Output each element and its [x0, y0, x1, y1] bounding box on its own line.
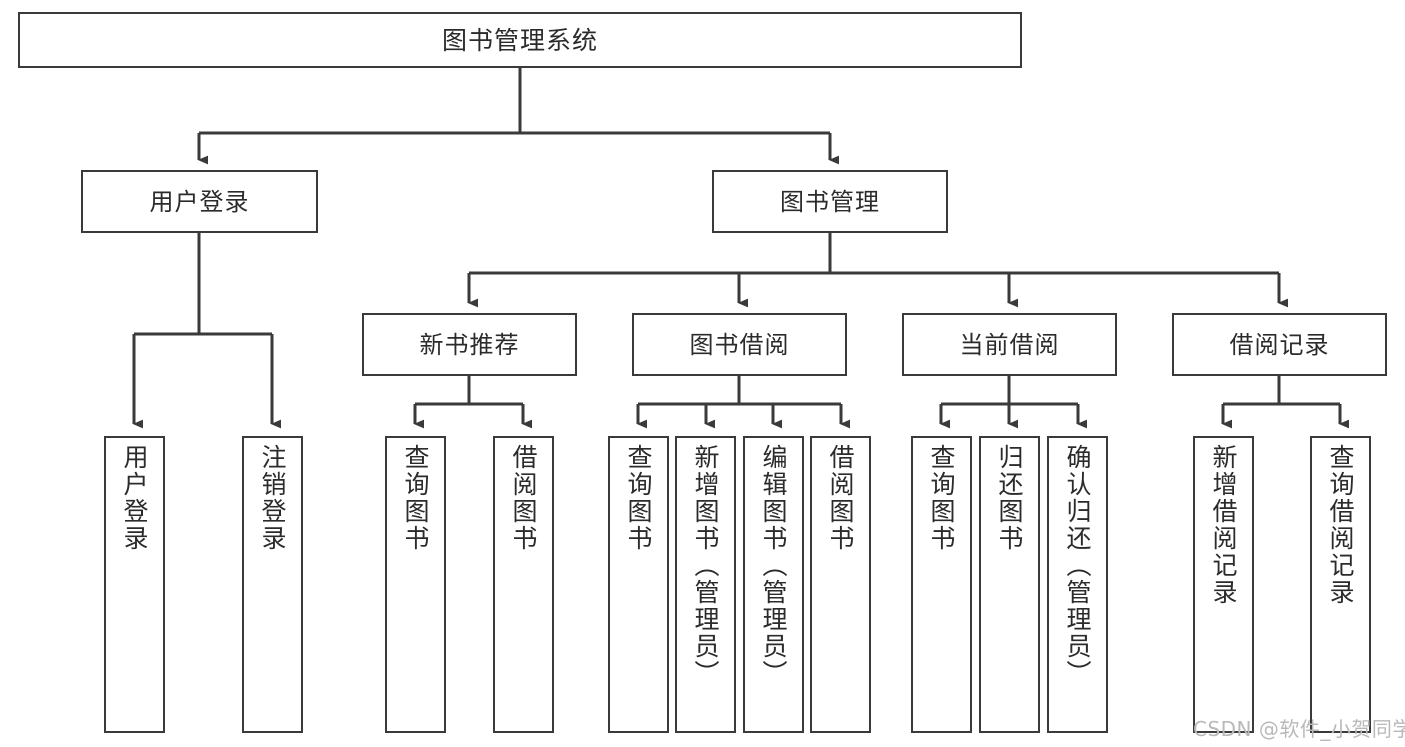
node-label: 图书管理 [780, 187, 880, 216]
leaf-borrow-record-add[interactable]: 新增借阅记录 [1193, 436, 1254, 733]
leaf-borrow-record-query[interactable]: 查询借阅记录 [1310, 436, 1371, 733]
leaf-book-borrow-borrow[interactable]: 借阅图书 [810, 436, 871, 733]
node-user-login[interactable]: 用户登录 [81, 170, 318, 233]
node-book-borrow[interactable]: 图书借阅 [632, 313, 847, 376]
node-label: 新增图书（管理员） [691, 444, 720, 687]
node-label: 用户登录 [149, 187, 250, 216]
node-label: 查询图书 [401, 444, 430, 552]
node-book-management[interactable]: 图书管理 [712, 170, 948, 233]
leaf-user-login-signin[interactable]: 用户登录 [104, 436, 165, 733]
leaf-current-borrow-return[interactable]: 归还图书 [979, 436, 1040, 733]
node-borrow-record[interactable]: 借阅记录 [1172, 313, 1387, 376]
leaf-new-book-query[interactable]: 查询图书 [385, 436, 446, 733]
node-label: 确认归还（管理员） [1063, 444, 1092, 687]
node-label: 借阅图书 [509, 444, 538, 552]
node-label: 借阅图书 [826, 444, 855, 552]
leaf-current-borrow-confirm-return[interactable]: 确认归还（管理员） [1047, 436, 1108, 733]
node-label: 编辑图书（管理员） [759, 444, 788, 687]
node-label: 当前借阅 [959, 330, 1060, 359]
node-label: 注销登录 [258, 444, 287, 552]
leaf-book-borrow-query[interactable]: 查询图书 [608, 436, 669, 733]
leaf-book-borrow-edit[interactable]: 编辑图书（管理员） [743, 436, 804, 733]
node-label: 新增借阅记录 [1209, 444, 1238, 606]
node-label: 新书推荐 [419, 330, 520, 359]
node-label: 用户登录 [120, 444, 149, 552]
watermark: CSDN @软件_小贺同学 [1193, 717, 1405, 741]
node-label: 图书管理系统 [441, 25, 598, 55]
leaf-new-book-borrow[interactable]: 借阅图书 [493, 436, 554, 733]
leaf-current-borrow-query[interactable]: 查询图书 [911, 436, 972, 733]
node-label: 归还图书 [995, 444, 1024, 552]
node-root-system[interactable]: 图书管理系统 [18, 12, 1022, 68]
node-label: 查询图书 [624, 444, 653, 552]
node-label: 图书借阅 [689, 330, 790, 359]
node-label: 借阅记录 [1229, 330, 1330, 359]
node-new-book-recommend[interactable]: 新书推荐 [362, 313, 577, 376]
leaf-user-login-signout[interactable]: 注销登录 [242, 436, 303, 733]
node-label: 查询图书 [927, 444, 956, 552]
node-label: 查询借阅记录 [1326, 444, 1355, 606]
node-current-borrow[interactable]: 当前借阅 [902, 313, 1117, 376]
leaf-book-borrow-add[interactable]: 新增图书（管理员） [675, 436, 736, 733]
